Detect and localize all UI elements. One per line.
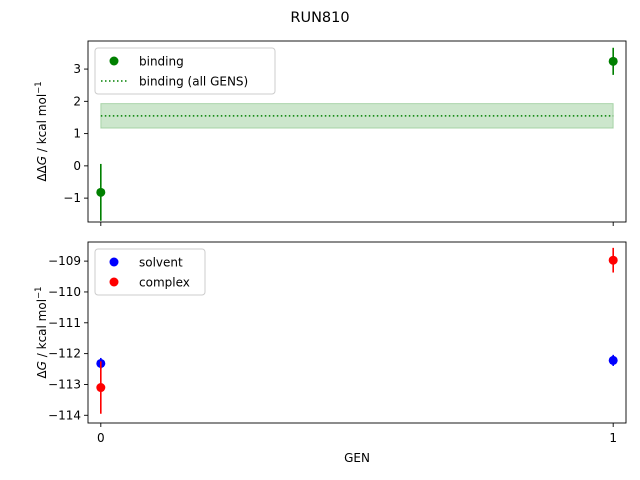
y-tick-label: −112 bbox=[48, 347, 81, 361]
y-axis-label: ΔΔG / kcal mol−1 bbox=[34, 81, 49, 181]
y-tick-label: −114 bbox=[48, 408, 81, 422]
y-tick-label: 0 bbox=[73, 159, 81, 173]
axes-frame bbox=[87, 241, 627, 424]
data-point bbox=[96, 187, 106, 197]
legend-label: binding bbox=[139, 55, 184, 69]
y-tick-label: 1 bbox=[73, 127, 81, 141]
y-tick-label: 2 bbox=[73, 94, 81, 108]
legend-marker bbox=[109, 56, 119, 66]
y-tick-label: −1 bbox=[63, 191, 81, 205]
y-tick-label: −113 bbox=[48, 377, 81, 391]
y-tick-label: −111 bbox=[48, 316, 81, 330]
data-point bbox=[608, 56, 618, 66]
axes-frame bbox=[87, 40, 627, 223]
legend-marker bbox=[109, 257, 119, 267]
x-tick-label: 0 bbox=[97, 431, 105, 445]
legend-label: complex bbox=[139, 276, 190, 290]
legend bbox=[94, 47, 276, 95]
legend bbox=[94, 248, 206, 296]
legend-marker bbox=[109, 277, 119, 287]
data-point bbox=[96, 383, 106, 393]
figure-title: RUN810 bbox=[290, 10, 349, 26]
data-point bbox=[608, 255, 618, 265]
data-point bbox=[608, 355, 618, 365]
y-axis-label: ΔG / kcal mol−1 bbox=[34, 286, 49, 378]
y-tick-label: −110 bbox=[48, 285, 81, 299]
y-tick-label: −109 bbox=[48, 254, 81, 268]
y-tick-label: 3 bbox=[73, 62, 81, 76]
legend-label: solvent bbox=[139, 256, 183, 270]
legend-label: binding (all GENS) bbox=[139, 75, 248, 89]
x-tick-label: 1 bbox=[609, 431, 617, 445]
x-axis-label: GEN bbox=[344, 451, 370, 465]
bottom-panel: −114 −113 −112 −111 −110 −109 0 1 ΔG / kcal mol−… bbox=[34, 241, 627, 445]
